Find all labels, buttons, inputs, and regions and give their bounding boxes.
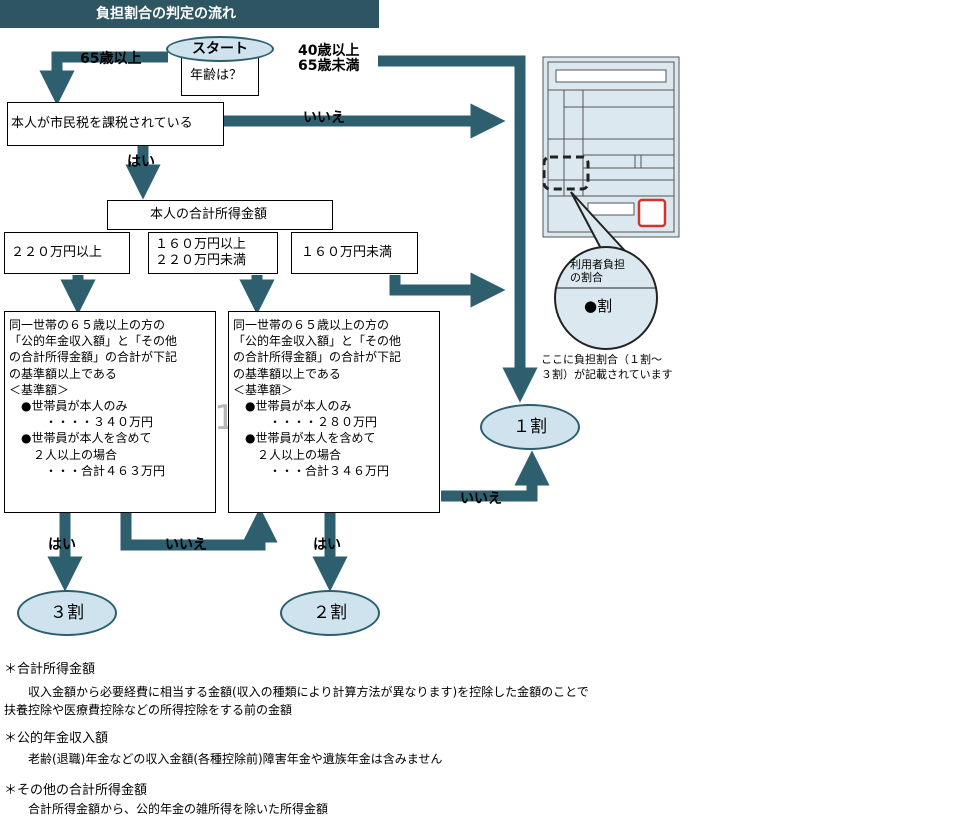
arrow-age-65-over bbox=[39, 51, 168, 106]
criteria-right-text: 同一世帯の６５歳以上の方の 「公的年金収入額」と「その他 の合計所得金額」の合計… bbox=[233, 318, 402, 478]
arrow-under160 bbox=[389, 272, 506, 308]
note-1-head: ＊合計所得金額 bbox=[4, 662, 96, 677]
note-1-body: 収入金額から必要経費に相当する金額(収入の種類により計算方法が異なります)を控除… bbox=[4, 685, 589, 717]
result-1wari: １割 bbox=[480, 404, 580, 450]
income-range-mid: １６０万円以上 ２２０万円未満 bbox=[148, 232, 278, 274]
start-node: スタート bbox=[166, 36, 274, 62]
arrow-right-no bbox=[441, 450, 550, 502]
label-right-yes: はい bbox=[313, 537, 341, 553]
note-3-head: ＊その他の合計所得金額 bbox=[4, 783, 148, 798]
taxed-question: 本人が市民税を課税されている bbox=[11, 116, 193, 131]
note-3-body: 合計所得金額から、公的年金の雑所得を除いた所得金額 bbox=[4, 802, 329, 816]
label-taxed-yes: はい bbox=[127, 154, 155, 170]
criteria-box-right: 同一世帯の６５歳以上の方の 「公的年金収入額」と「その他 の合計所得金額」の合計… bbox=[228, 311, 440, 513]
label-left-no: いいえ bbox=[165, 537, 207, 553]
note-2-body: 老齢(退職)年金などの収入金額(各種控除前)障害年金や遺族年金は含みません bbox=[4, 752, 443, 766]
page-title: 負担割合の判定の流れ bbox=[0, 0, 379, 28]
arrow-age-40-65 bbox=[378, 55, 538, 403]
income-label: 本人の合計所得金額 bbox=[150, 207, 268, 222]
label-right-no: いいえ bbox=[460, 491, 502, 507]
magnifier-value: ●割 bbox=[584, 297, 613, 315]
income-range-under160: １６０万円未満 bbox=[291, 232, 418, 274]
card-caption: ここに負担割合（１割～ ３割）が記載されています bbox=[541, 353, 673, 381]
income-range-mid-label: １６０万円以上 ２２０万円未満 bbox=[155, 237, 247, 268]
age-question: 年齢は？ bbox=[190, 68, 243, 83]
label-left-yes: はい bbox=[48, 537, 76, 553]
arrow-left-no bbox=[120, 507, 278, 551]
result-3wari: ３割 bbox=[17, 590, 117, 636]
income-box: 本人の合計所得金額 bbox=[107, 200, 333, 230]
criteria-left-text: 同一世帯の６５歳以上の方の 「公的年金収入額」と「その他 の合計所得金額」の合計… bbox=[9, 318, 178, 478]
label-taxed-no: いいえ bbox=[303, 110, 345, 126]
taxed-question-box: 本人が市民税を課税されている bbox=[7, 102, 224, 146]
note-2-head: ＊公的年金収入額 bbox=[4, 731, 109, 746]
result-2wari: ２割 bbox=[280, 590, 380, 636]
label-age-65-over: 65歳以上 bbox=[80, 51, 142, 67]
income-range-under160-label: １６０万円未満 bbox=[301, 245, 393, 260]
criteria-box-left: 同一世帯の６５歳以上の方の 「公的年金収入額」と「その他 の合計所得金額」の合計… bbox=[4, 311, 216, 513]
label-age-65-under: 65歳未満 bbox=[298, 58, 360, 74]
income-range-over220-label: ２２０万円以上 bbox=[11, 245, 103, 260]
magnifier-label: 利用者負担 の割合 bbox=[570, 258, 625, 284]
label-age-40-over: 40歳以上 bbox=[298, 43, 360, 59]
income-range-over220: ２２０万円以上 bbox=[4, 232, 130, 274]
